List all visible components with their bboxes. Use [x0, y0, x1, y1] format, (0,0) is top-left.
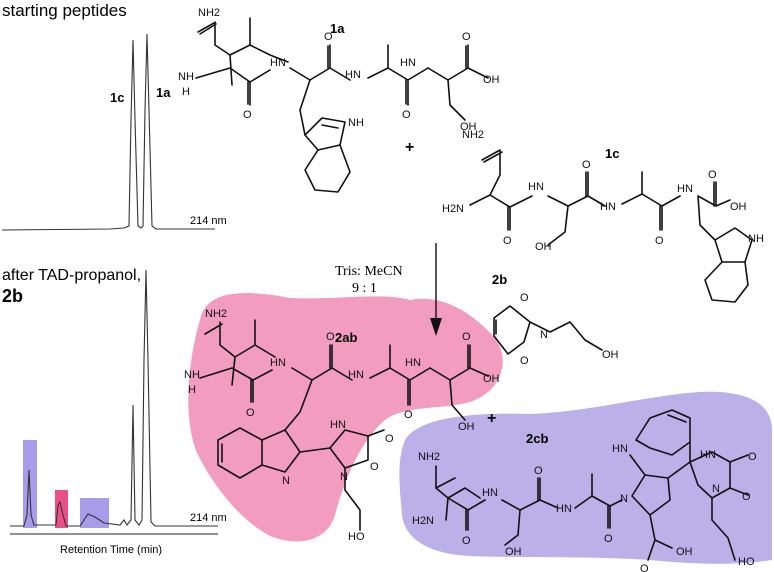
atom-nh2-2cb: NH2 [418, 451, 440, 463]
atom-o-1c-2: O [582, 159, 591, 171]
chromatogram-top: starting peptides 1c 1a 214 nm [1, 1, 227, 231]
panel-heading-bottom-line2: 2b [2, 286, 23, 306]
atom-h-2ab: H [188, 384, 196, 396]
atom-o-2ab-2: O [326, 331, 335, 343]
plus-sign-bottom: + [487, 410, 496, 427]
atom-nh-1a-3: HN [400, 57, 416, 69]
atom-nh-1a-1: HN [270, 57, 286, 69]
atom-oh-1c: OH [535, 241, 552, 253]
atom-nh-1a-indole: NH [348, 117, 364, 129]
atom-n-2cb-tad: N [712, 483, 720, 495]
atom-hn-2cb-indoline: HN [612, 443, 628, 455]
atom-o-2b-1: O [520, 292, 529, 304]
atom-oh-2ab-1: OH [483, 373, 500, 385]
atom-nh-2ab-3: HN [405, 357, 421, 369]
atom-hn-2ab: NH [184, 369, 200, 381]
peak-label-1a: 1a [156, 85, 171, 100]
atom-o-2cb-5: O [748, 451, 757, 463]
conditions-solvent: Tris: MeCN [335, 264, 403, 279]
atom-o-2b-2: O [520, 355, 529, 367]
reaction-arrow [430, 243, 442, 336]
atom-oh-1a-2: OH [460, 121, 477, 133]
atom-nh-1a-2: HN [345, 69, 361, 81]
atom-ho-2cb: HO [738, 556, 755, 568]
panel-heading-bottom-line1: after TAD-propanol, [2, 267, 141, 284]
atom-n-2cb-pyrrolidine: N [620, 493, 628, 505]
atom-oh-1c-2: OH [730, 201, 747, 213]
compound-label-2ab: 2ab [335, 330, 357, 345]
atom-oh-2b: OH [602, 349, 619, 361]
atom-o-1c-3: O [655, 235, 664, 247]
atom-n-2ab-indole: N [282, 475, 290, 487]
atom-o-2cb-4: O [640, 563, 649, 572]
wavelength-label-bottom: 214 nm [190, 512, 227, 524]
atom-ho-2ab: HO [348, 531, 365, 543]
atom-nh2-1c: NH2 [462, 129, 484, 141]
atom-nh-1c-2: HN [600, 201, 616, 213]
chromatogram-bottom: after TAD-propanol, 2b 214 nm Retention … [2, 267, 227, 556]
x-axis-label: Retention Time (min) [60, 544, 162, 556]
conditions-ratio: 9 : 1 [352, 281, 377, 296]
atom-nh-1c-indole: NH [748, 233, 764, 245]
structure-2b: 2b O O N OH [492, 272, 619, 367]
atom-oh-2cb-2: OH [676, 546, 693, 558]
atom-o-1a-4: O [462, 31, 471, 43]
product-2ab-highlight [188, 293, 503, 542]
atom-nh-2ab-tad: HN [330, 419, 346, 431]
atom-n-2b: N [540, 329, 548, 341]
panel-heading-top: starting peptides [2, 1, 127, 20]
atom-nh-2cb-2: HN [556, 503, 572, 515]
plus-sign-top: + [405, 139, 414, 156]
atom-o-2ab-3: O [404, 409, 413, 421]
compound-label-1a: 1a [330, 21, 345, 36]
atom-o-2ab-1: O [246, 407, 255, 419]
atom-h-1a: H [182, 86, 190, 98]
atom-nh-2cb-tad: HN [700, 449, 716, 461]
atom-o-1a-1: O [243, 109, 252, 121]
product-2cb-highlight [399, 391, 772, 564]
atom-o-2cb-3: O [604, 533, 613, 545]
atom-nh-2ab-2: HN [348, 369, 364, 381]
atom-nh-1c-1: HN [528, 181, 544, 193]
atom-nh-2cb-1: HN [482, 487, 498, 499]
wavelength-label-top: 214 nm [190, 215, 227, 227]
atom-nh2-1a: NH2 [198, 7, 220, 19]
atom-o-1c-1: O [503, 235, 512, 247]
atom-oh-2cb: OH [505, 546, 522, 558]
compound-label-1c: 1c [605, 146, 619, 161]
atom-h2n-1c: H2N [442, 203, 464, 215]
compound-label-2b: 2b [492, 272, 507, 287]
atom-o-1a-2: O [324, 31, 333, 43]
atom-o-2ab-4: O [462, 331, 471, 343]
structure-1a: NH2 NH H O HN O HN O HN O OH OH NH 1a [178, 7, 500, 193]
atom-oh-2ab-2: OH [458, 421, 475, 433]
atom-o-2ab-6: O [370, 461, 379, 473]
structure-1c: NH2 H2N O HN O OH HN O HN O OH NH 1c [442, 129, 764, 303]
atom-o-2cb-6: O [742, 491, 751, 503]
peak-label-1c: 1c [110, 90, 124, 105]
atom-oh-1a-1: OH [483, 74, 500, 86]
atom-nh2-2ab: NH2 [205, 308, 227, 320]
compound-label-2cb: 2cb [526, 431, 548, 446]
atom-o-1a-3: O [402, 109, 411, 121]
atom-o-2cb-2: O [534, 465, 543, 477]
atom-h2n-2cb: H2N [412, 515, 434, 527]
atom-h2n-1a: NH [178, 71, 194, 83]
atom-o-2ab-5: O [385, 433, 394, 445]
structure-2ab: 2ab NH2 NH H O HN O HN O HN O OH OH N HN… [184, 308, 500, 543]
atom-nh-2ab-1: HN [270, 357, 286, 369]
atom-nh-1c-3: HN [677, 183, 693, 195]
atom-o-1c-4: O [708, 169, 717, 181]
atom-n-2ab-tad: N [340, 471, 348, 483]
atom-o-2cb-1: O [462, 535, 471, 547]
structure-2cb: 2cb NH2 H2N O HN O OH HN O N OH O HN HN … [412, 409, 757, 572]
